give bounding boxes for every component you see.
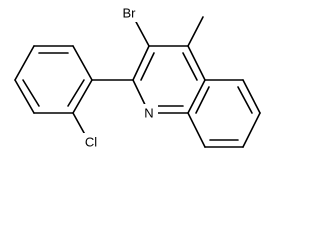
bond-a4-a5: [14, 79, 35, 114]
bromo-label: Br: [123, 6, 137, 21]
bond-a3-a4: [14, 45, 35, 81]
bond-c2-c3: [132, 45, 150, 81]
bond-c4-c4a-inner: [182, 52, 198, 81]
pyridine-ring: [132, 45, 206, 114]
bond-c5-c6: [242, 79, 261, 114]
bond-c2-c3-inner: [140, 52, 155, 81]
bond-a6-a1: [72, 79, 93, 114]
bromo-label-bg: [118, 4, 140, 22]
bond-c3-br: [134, 19, 150, 47]
nitrogen-label-bg: [140, 104, 158, 122]
substituent-bonds: [91, 16, 204, 81]
bond-c4a-c8a: [187, 79, 206, 114]
bond-c8-c8a: [187, 112, 206, 148]
bond-a6-a1-inner: [67, 79, 85, 107]
benzo-ring: [187, 79, 261, 148]
chloro-label: Cl: [85, 135, 97, 150]
bond-a4-a5-inner: [22, 79, 40, 107]
nitrogen-label: N: [144, 106, 153, 121]
bond-c6-c7: [242, 112, 261, 148]
chloro-label-bg: [80, 133, 102, 151]
bond-c8a-c4a-inner: [195, 86, 210, 114]
chlorophenyl-ring: [14, 45, 93, 141]
bond-c5-c6-inner: [237, 86, 253, 114]
molecule-structure: Br N Cl: [14, 4, 261, 151]
bond-a1-a2: [72, 45, 93, 81]
atom-labels: Br N Cl: [80, 4, 158, 151]
bond-c4-c4a: [187, 45, 206, 81]
bond-c4-methyl: [187, 16, 204, 47]
